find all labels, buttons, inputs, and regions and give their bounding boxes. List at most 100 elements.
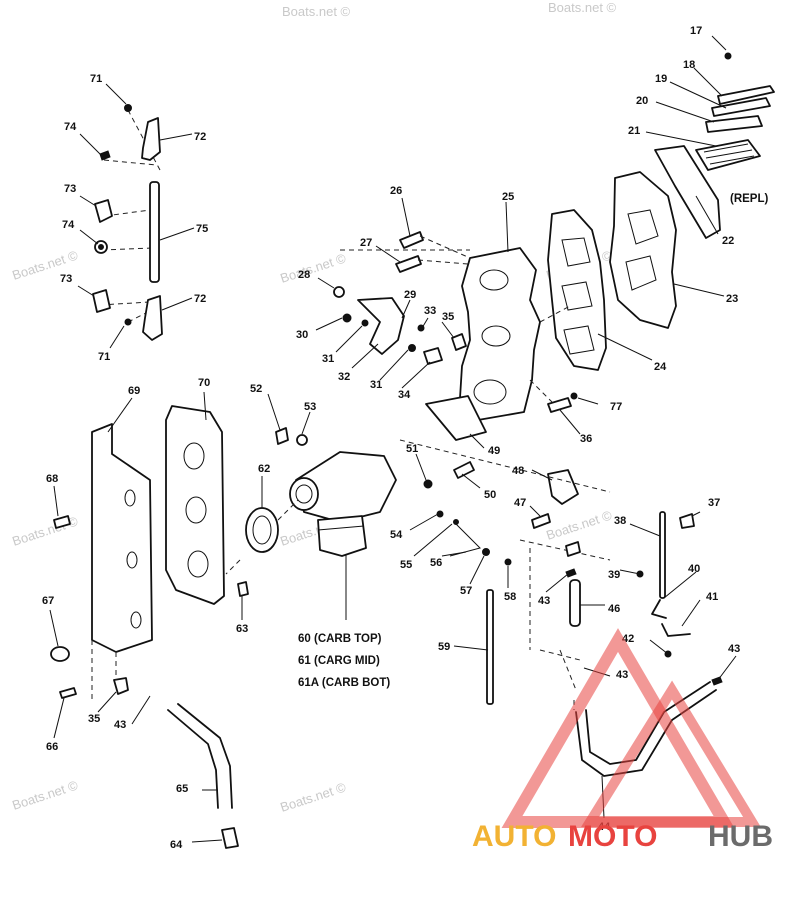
watermark-text: Boats.net © (10, 513, 80, 548)
clip-73 (92, 289, 111, 313)
part-label: 70 (198, 377, 210, 389)
part-label: 67 (42, 595, 54, 607)
part-label: 39 (608, 569, 620, 581)
diagram-notes: (REPL) 60 (CARB TOP) 61 (CARG MID) 61A (… (298, 193, 769, 689)
watermark-text: Boats.net © (278, 250, 348, 285)
spacer-50 (453, 461, 475, 479)
screw-63 (237, 581, 249, 597)
silencer-assembly (50, 405, 249, 700)
fuel-linkage-assembly (399, 439, 611, 705)
washer-55 (453, 519, 459, 525)
part-label: 27 (360, 237, 372, 249)
logo-auto-text: AUTO (472, 820, 556, 853)
reed-valve-assembly (547, 52, 775, 371)
reed-20 (705, 115, 763, 133)
screw-17 (724, 52, 732, 60)
carb-top-60 (295, 451, 397, 523)
part-label: 25 (502, 191, 514, 203)
part-label: 64 (170, 839, 183, 851)
reed-stop-18 (717, 85, 775, 105)
part-label: 53 (304, 401, 316, 413)
part-label: 72 (194, 131, 206, 143)
rod-59 (486, 589, 494, 705)
part-label: 36 (580, 433, 592, 445)
hose-assembly-65 (167, 703, 239, 849)
gasket-62 (245, 507, 279, 553)
nut-71 (124, 318, 132, 326)
reed-plate-23 (609, 171, 677, 329)
link-bracket-72 (142, 295, 163, 341)
part-label: 68 (46, 473, 58, 485)
watermark-text: Boats.net © (548, 0, 617, 15)
intake-manifold-25 (425, 247, 541, 441)
screw-51 (423, 479, 433, 489)
rod-38 (659, 511, 666, 599)
repl-note: (REPL) (730, 193, 769, 205)
washer-77 (570, 392, 578, 400)
part-label: 17 (690, 25, 702, 37)
leader-lines (49, 35, 737, 843)
part-label: 63 (236, 623, 248, 635)
nut-35 (451, 333, 467, 351)
part-label: 31 (322, 353, 334, 365)
automotohub-logo: AUTO MOTO HUB (472, 628, 773, 853)
part-label: 28 (298, 269, 310, 281)
carb-bowl-61 (317, 515, 367, 557)
part-label: 65 (176, 783, 188, 795)
part-label: 74 (62, 219, 75, 231)
part-label: 22 (722, 235, 734, 247)
logo-moto-text: MOTO (568, 820, 657, 853)
nut-31 (361, 319, 369, 327)
nut-71 (124, 104, 132, 112)
bracket-48 (547, 469, 579, 505)
screw-66 (59, 687, 77, 699)
part-label: 31 (370, 379, 382, 391)
watermark-text: Boats.net © (10, 777, 80, 812)
part-label: 26 (390, 185, 402, 197)
link-rod-75 (149, 181, 160, 283)
part-label: 52 (250, 383, 262, 395)
clamp-43 (711, 676, 723, 686)
part-label: 48 (512, 465, 524, 477)
part-label: 43 (114, 719, 126, 731)
part-label: 37 (708, 497, 720, 509)
nut-31 (408, 344, 416, 352)
screw-37 (679, 513, 695, 529)
part-label: 54 (390, 529, 403, 541)
linkage-assembly (92, 104, 163, 341)
part-label: 41 (706, 591, 718, 603)
part-label: 33 (424, 305, 436, 317)
gasket-24 (547, 209, 607, 371)
part-label: 24 (654, 361, 667, 373)
carb-mid-note: 61 (CARG MID) (298, 655, 380, 667)
part-label: 47 (514, 497, 526, 509)
part-label: 38 (614, 515, 626, 527)
screw-74 (99, 150, 111, 161)
part-label: 40 (688, 563, 700, 575)
part-label: 49 (488, 445, 500, 457)
stud-34 (423, 347, 443, 365)
part-label: 58 (504, 591, 516, 603)
bolt-36 (547, 397, 572, 413)
part-label: 57 (460, 585, 472, 597)
plug-67 (50, 646, 70, 662)
gasket-70 (165, 405, 225, 605)
spring-56 (449, 523, 481, 557)
screw-28 (333, 286, 345, 298)
part-label: 74 (64, 121, 77, 133)
fitting-46 (565, 541, 581, 557)
watermark-text: Boats.net © (278, 779, 348, 814)
part-label: 34 (398, 389, 411, 401)
part-label: 56 (430, 557, 442, 569)
part-label: 30 (296, 329, 308, 341)
clip-73 (94, 199, 113, 223)
primer-hose-assembly (559, 511, 723, 777)
part-label: 23 (726, 293, 738, 305)
part-label: 29 (404, 289, 416, 301)
part-label: 43 (538, 595, 550, 607)
reed-19 (711, 97, 771, 117)
part-label: 75 (196, 223, 208, 235)
hose-41 (661, 623, 691, 637)
bolts-hardware (333, 231, 578, 413)
